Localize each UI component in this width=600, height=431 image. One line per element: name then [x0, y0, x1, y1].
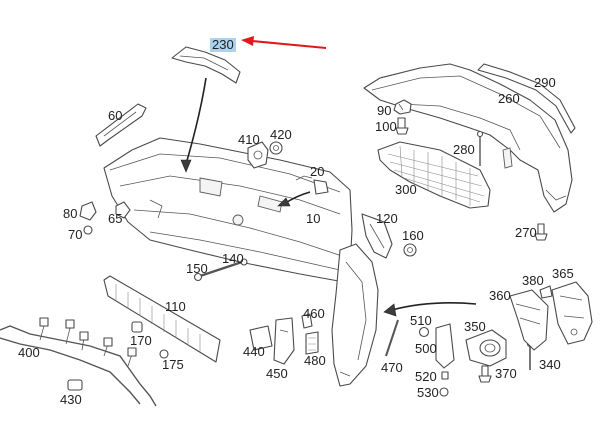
part-270-screw[interactable] — [534, 223, 548, 241]
part-160-grommet[interactable] — [403, 243, 417, 257]
label-480[interactable]: 480 — [304, 353, 326, 368]
part-365-bracket[interactable] — [551, 281, 593, 345]
part-65-clip[interactable] — [115, 201, 131, 219]
part-420-ring[interactable] — [269, 141, 283, 155]
part-430-connector[interactable] — [67, 379, 83, 391]
part-450-bracket[interactable] — [273, 317, 295, 365]
label-520[interactable]: 520 — [415, 369, 437, 384]
label-20[interactable]: 20 — [310, 164, 325, 179]
label-440[interactable]: 440 — [243, 344, 265, 359]
part-300-grille[interactable] — [377, 141, 491, 209]
label-110[interactable]: 110 — [165, 299, 186, 314]
label-170[interactable]: 170 — [130, 333, 152, 348]
part-520-screw[interactable] — [441, 371, 449, 380]
part-460-clip[interactable] — [301, 313, 313, 329]
label-10[interactable]: 10 — [306, 211, 321, 226]
label-430[interactable]: 430 — [60, 392, 82, 407]
part-170-cap[interactable] — [131, 321, 143, 333]
part-175-clip[interactable] — [159, 349, 169, 359]
part-510-clip[interactable] — [418, 326, 430, 338]
label-450[interactable]: 450 — [266, 366, 288, 381]
part-140-bolt[interactable] — [199, 258, 248, 278]
label-350[interactable]: 350 — [464, 319, 486, 334]
part-280-stud[interactable] — [476, 130, 484, 167]
part-440-module[interactable] — [249, 325, 273, 351]
label-380[interactable]: 380 — [522, 273, 544, 288]
part-380-clip[interactable] — [539, 285, 553, 299]
label-460[interactable]: 460 — [303, 306, 325, 321]
label-280[interactable]: 280 — [453, 142, 475, 157]
label-365[interactable]: 365 — [552, 266, 574, 281]
part-60-bracket[interactable] — [95, 103, 147, 147]
part-70-clip[interactable] — [83, 225, 93, 235]
label-90[interactable]: 90 — [377, 103, 392, 118]
part-110-rail[interactable] — [103, 275, 221, 363]
part-470-rod[interactable] — [385, 319, 399, 357]
label-70[interactable]: 70 — [68, 227, 83, 242]
label-120[interactable]: 120 — [376, 211, 398, 226]
label-500[interactable]: 500 — [415, 341, 437, 356]
part-20-cap[interactable] — [295, 175, 329, 195]
part-80-bracket[interactable] — [79, 201, 97, 221]
label-150[interactable]: 150 — [186, 261, 208, 276]
part-10-main-bumper[interactable] — [103, 137, 379, 387]
part-100-bolt[interactable] — [395, 117, 409, 135]
label-410[interactable]: 410 — [238, 132, 260, 147]
part-400-harness[interactable] — [0, 317, 157, 407]
part-350-housing[interactable] — [465, 329, 507, 367]
label-230-highlighted[interactable]: 230 — [210, 37, 236, 52]
label-510[interactable]: 510 — [410, 313, 432, 328]
part-260-bumper-cover[interactable] — [363, 63, 573, 213]
label-260[interactable]: 260 — [498, 91, 520, 106]
label-65[interactable]: 65 — [108, 211, 123, 226]
part-370-screw[interactable] — [478, 365, 492, 383]
part-150-nut[interactable] — [193, 272, 203, 282]
label-140[interactable]: 140 — [222, 251, 244, 266]
label-360[interactable]: 360 — [489, 288, 511, 303]
part-500-housing[interactable] — [435, 323, 455, 369]
label-80[interactable]: 80 — [63, 206, 78, 221]
label-60[interactable]: 60 — [108, 108, 123, 123]
label-300[interactable]: 300 — [395, 182, 417, 197]
label-470[interactable]: 470 — [381, 360, 403, 375]
part-90-clip[interactable] — [393, 99, 412, 115]
label-420[interactable]: 420 — [270, 127, 292, 142]
part-410-sensor[interactable] — [247, 141, 269, 169]
leader-arrows — [180, 36, 477, 317]
part-120-bracket[interactable] — [361, 213, 393, 259]
label-160[interactable]: 160 — [402, 228, 424, 243]
part-530-nut[interactable] — [439, 387, 449, 397]
label-100[interactable]: 100 — [375, 119, 397, 134]
label-530[interactable]: 530 — [417, 385, 439, 400]
part-290-strip[interactable] — [477, 63, 576, 134]
label-290[interactable]: 290 — [534, 75, 556, 90]
label-370[interactable]: 370 — [495, 366, 517, 381]
part-230-trim[interactable] — [171, 46, 241, 84]
part-480-bracket[interactable] — [305, 331, 319, 355]
label-400[interactable]: 400 — [18, 345, 40, 360]
label-175[interactable]: 175 — [162, 357, 184, 372]
part-360-bracket[interactable] — [509, 289, 549, 351]
label-340[interactable]: 340 — [539, 357, 561, 372]
label-270[interactable]: 270 — [515, 225, 537, 240]
